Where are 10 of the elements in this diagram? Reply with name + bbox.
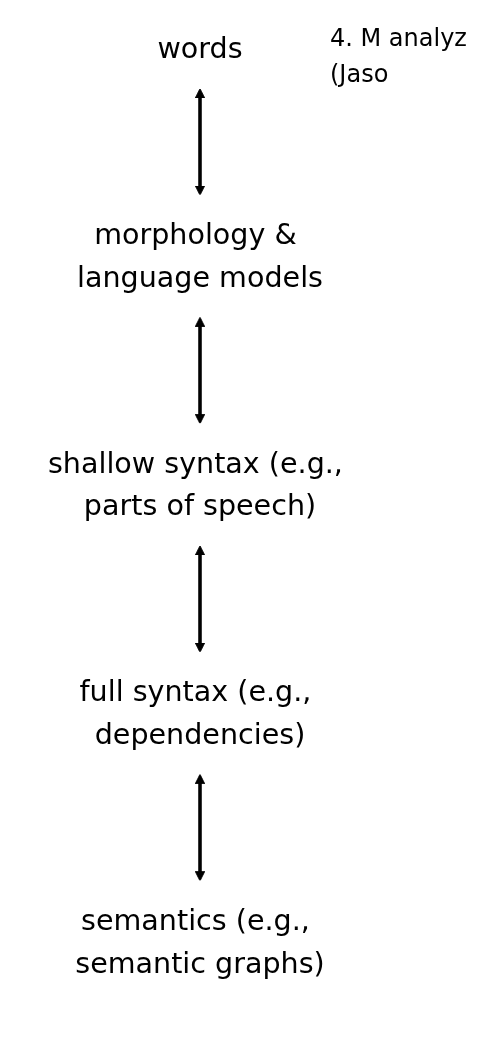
node-text: shallow syntax (e.g., parts of speech) <box>47 446 343 523</box>
note-text: 4. M analyz (Jaso <box>330 23 468 90</box>
arrow <box>194 545 206 653</box>
node-text: semantics (e.g., semantic graphs) <box>75 903 325 980</box>
arrow <box>194 316 206 425</box>
arrow <box>194 773 206 882</box>
node-text: words <box>157 32 243 66</box>
arrow <box>194 88 206 196</box>
node-text: full syntax (e.g., dependencies) <box>79 675 312 752</box>
node-text: morphology & language models <box>77 217 323 295</box>
